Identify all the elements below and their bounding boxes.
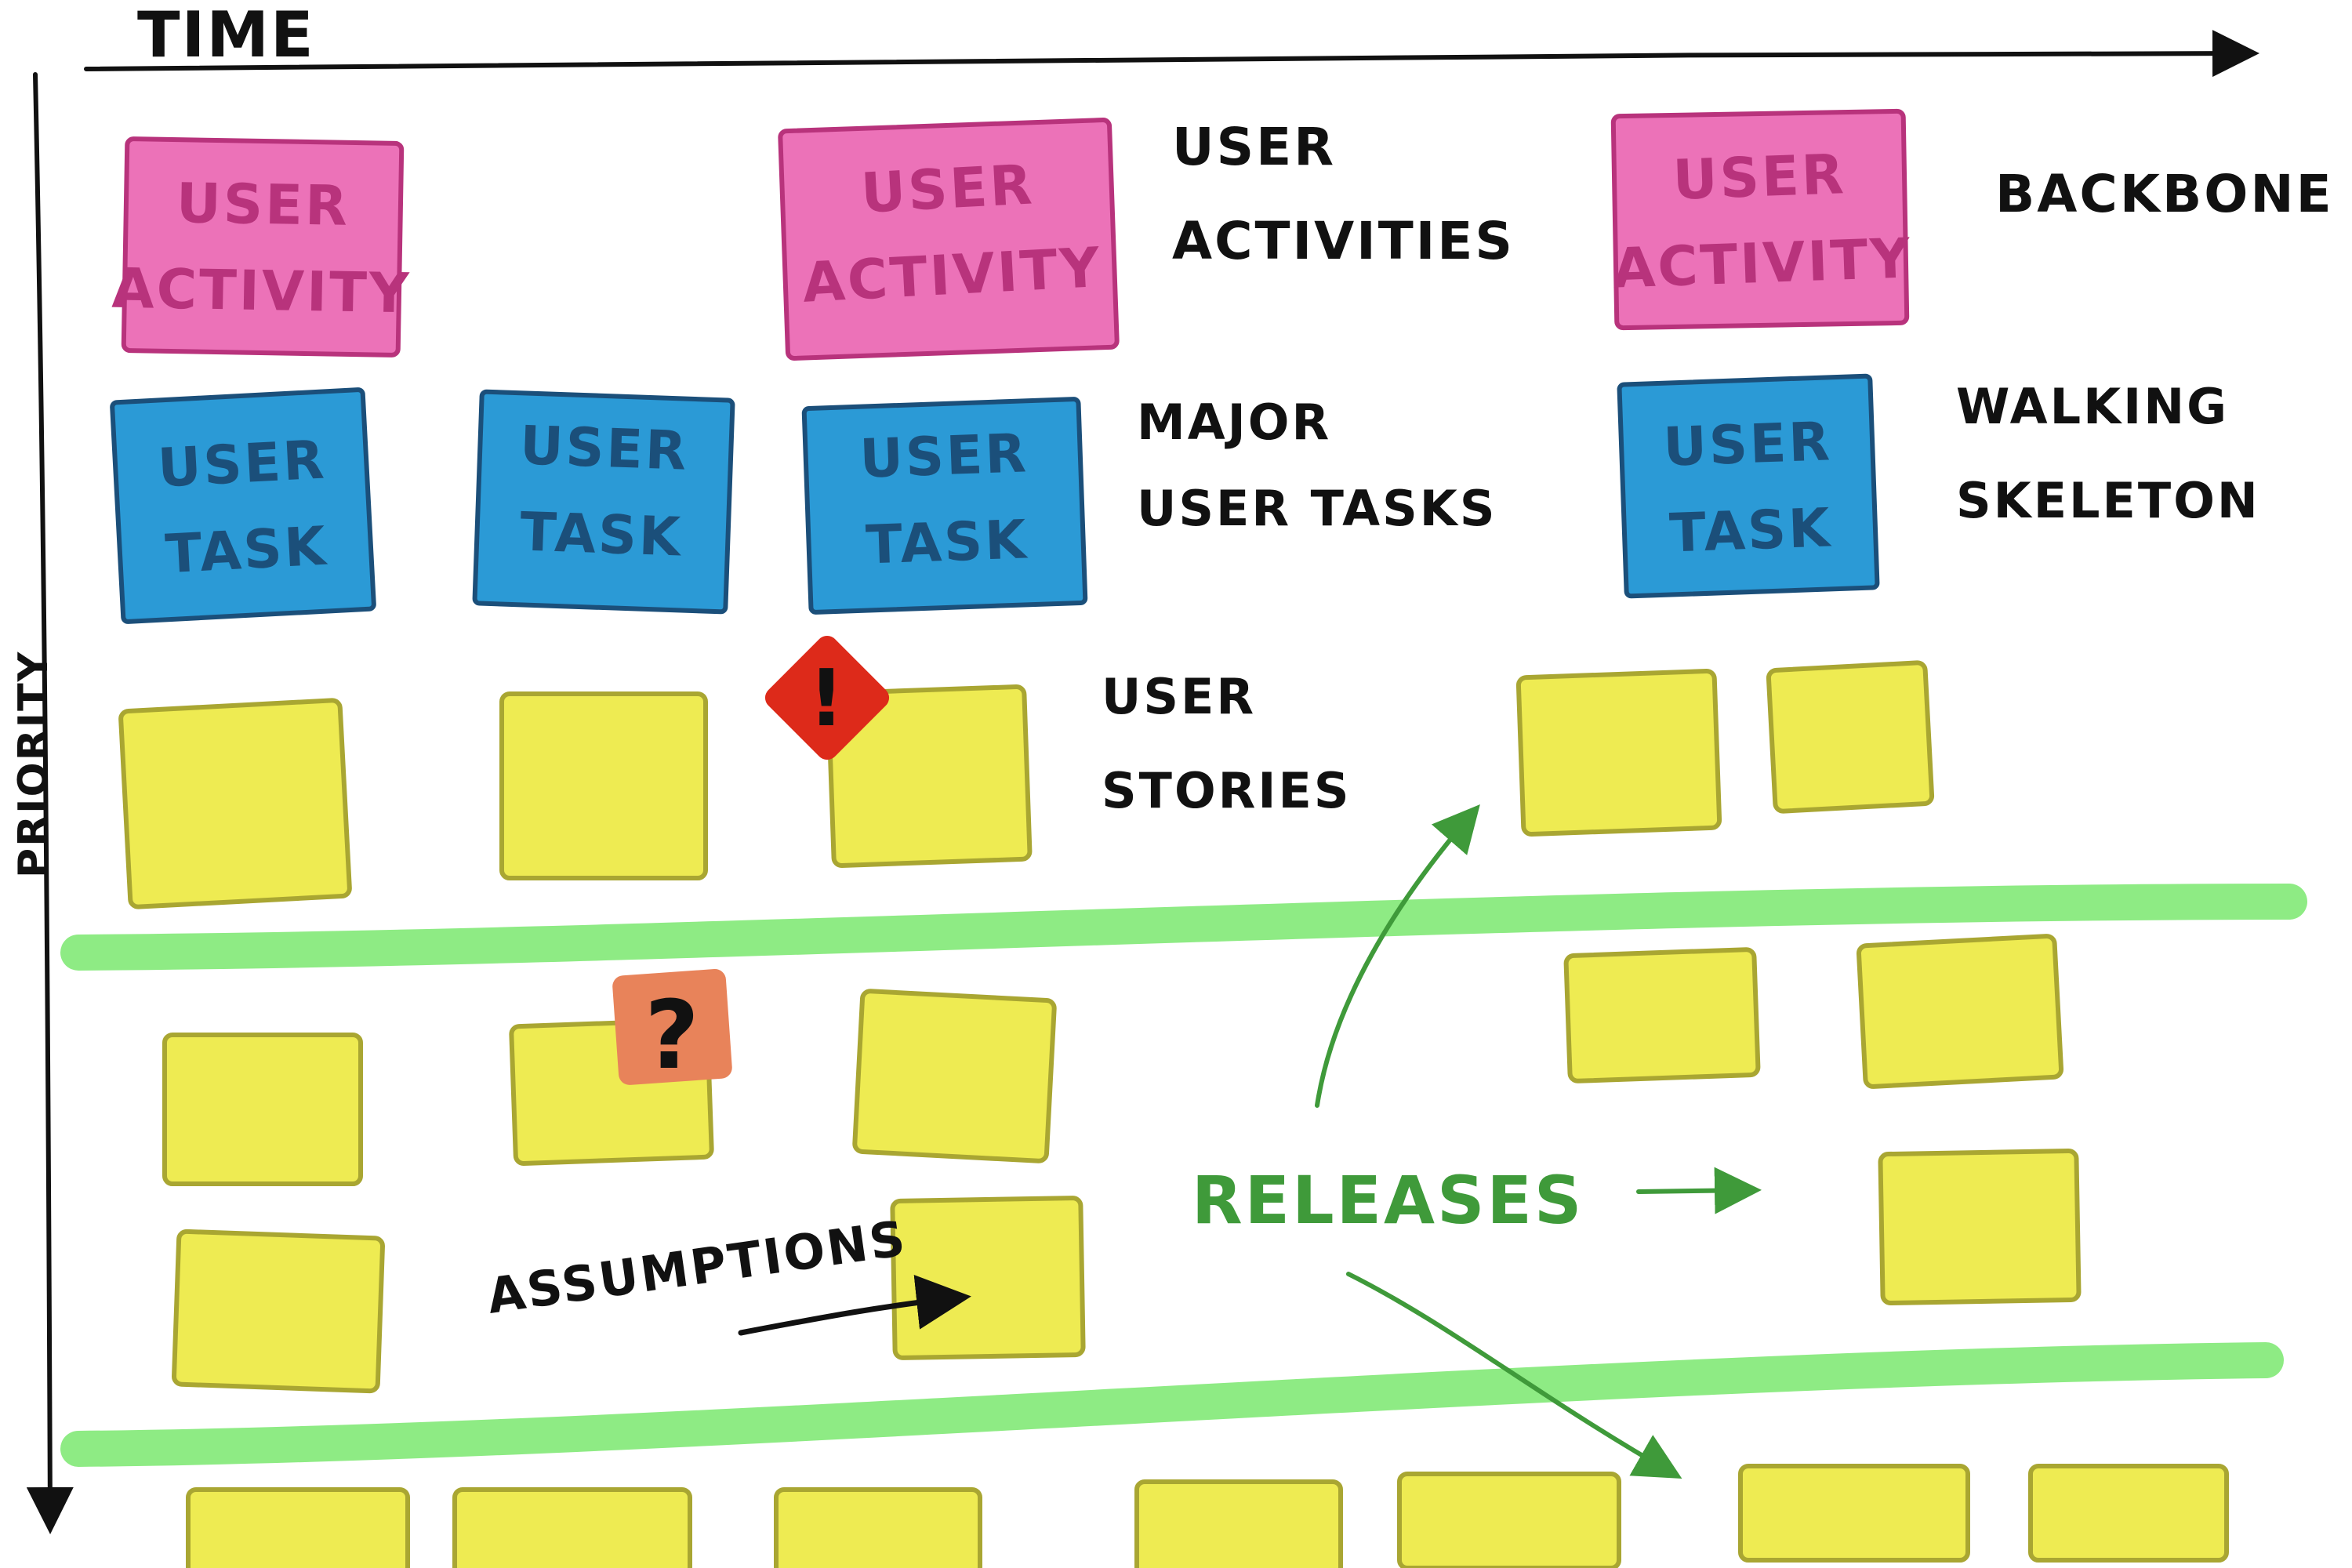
user-activity-note-text: USERACTIVITY <box>1609 140 1913 300</box>
user-story-note[interactable] <box>499 691 708 880</box>
user-activity-note-text: USERACTIVITY <box>797 149 1104 315</box>
note-texts: USERACTIVITY USERACTIVITY USERACTIVITY USER… <box>111 140 1914 586</box>
user-story-note[interactable] <box>186 1487 410 1568</box>
user-story-note[interactable] <box>1856 934 2064 1089</box>
user-task-note-text: USERTASK <box>156 429 332 586</box>
backbone-label: BACKBONE <box>1995 164 2334 224</box>
priority-axis: PRIORITY <box>10 72 74 1534</box>
user-story-note[interactable] <box>1515 669 1722 837</box>
user-story-note[interactable] <box>2028 1464 2229 1563</box>
release-line-2 <box>60 1342 2284 1467</box>
risk-marker-symbol: ! <box>808 652 846 744</box>
user-activity-note-text: USERACTIVITY <box>111 170 413 326</box>
time-axis: TIME <box>84 0 2259 78</box>
user-tasks-row <box>110 373 1880 624</box>
user-story-note[interactable] <box>1563 947 1761 1083</box>
releases-label: RELEASES <box>1192 1162 1584 1239</box>
user-activity-note[interactable] <box>1610 108 1910 331</box>
time-axis-label: TIME <box>137 0 315 71</box>
user-story-note[interactable] <box>1766 660 1935 814</box>
user-story-note[interactable] <box>1134 1479 1343 1568</box>
risk-marker: ! <box>764 635 890 760</box>
release-arrows <box>1315 804 1762 1479</box>
user-story-note[interactable] <box>1397 1472 1621 1568</box>
user-story-note[interactable] <box>452 1487 692 1568</box>
user-story-note[interactable] <box>162 1033 363 1186</box>
assumptions-arrow <box>738 1275 971 1336</box>
user-activity-note[interactable] <box>778 118 1120 361</box>
release-line-1 <box>60 884 2307 971</box>
user-story-note[interactable] <box>774 1487 982 1568</box>
user-task-note[interactable] <box>110 387 376 624</box>
question-marker-symbol: ? <box>644 982 701 1091</box>
user-activity-note[interactable] <box>121 136 405 358</box>
priority-axis-label: PRIORITY <box>10 651 57 878</box>
user-task-note[interactable] <box>801 397 1088 615</box>
user-activities-row <box>121 108 1910 361</box>
assumptions-label: ASSUMPTIONS <box>484 1209 911 1324</box>
user-task-note-text: USERTASK <box>1662 411 1835 564</box>
user-task-note-text: USERTASK <box>516 415 689 568</box>
user-task-note-text: USERTASK <box>858 423 1032 576</box>
question-marker: ? <box>612 969 732 1091</box>
user-story-note[interactable] <box>172 1229 385 1394</box>
user-story-note[interactable] <box>852 989 1057 1163</box>
user-story-note[interactable] <box>1738 1464 1970 1563</box>
user-story-note[interactable] <box>826 684 1033 868</box>
user-story-note[interactable] <box>118 698 352 909</box>
user-story-note[interactable] <box>1878 1149 2082 1305</box>
user-story-note[interactable] <box>890 1196 1086 1360</box>
user-task-note[interactable] <box>1617 373 1880 599</box>
user-task-note[interactable] <box>472 389 735 615</box>
